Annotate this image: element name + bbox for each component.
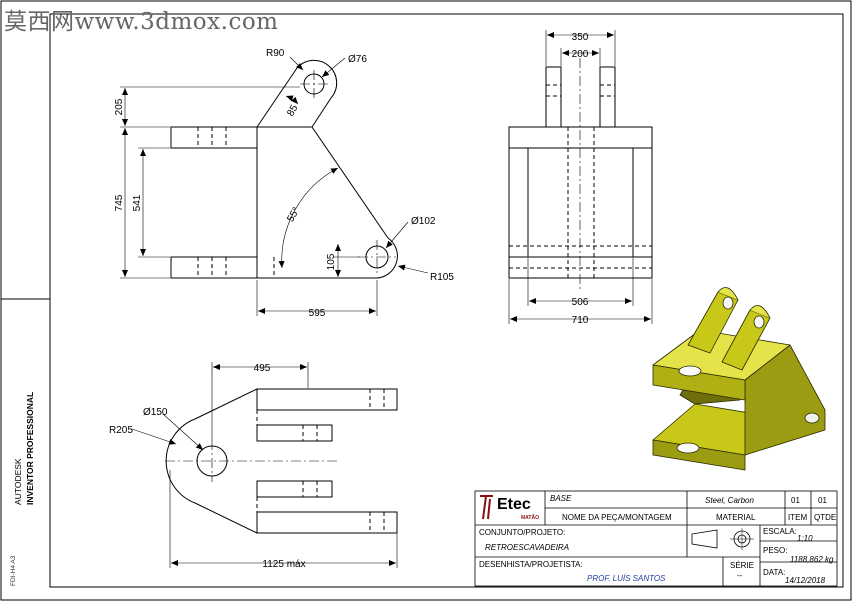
dim-r205: R205	[109, 425, 133, 436]
brand-product-label: INVENTOR PROFESSIONAL	[25, 391, 35, 505]
dim-350: 350	[572, 32, 589, 43]
school-logo-sub: MATÃO	[521, 515, 539, 521]
dim-r105: R105	[430, 272, 454, 283]
front-view-dimensions: R90 Ø76 205 85 745 541 55° Ø102 105 R105…	[114, 48, 454, 319]
dim-d102: Ø102	[411, 216, 436, 227]
scale-value: 1:10	[797, 534, 813, 543]
dim-85: 85	[285, 103, 300, 119]
watermark: 莫西网www.3dmox.com	[4, 9, 279, 35]
item-value: 01	[791, 496, 800, 505]
dim-200: 200	[572, 49, 589, 60]
qty-value: 01	[818, 496, 827, 505]
weight-label: PESO:	[763, 546, 788, 555]
material-label: MATERIAL	[716, 513, 756, 522]
date-label: DATA:	[763, 568, 786, 577]
project-value: RETROESCAVADEIRA	[485, 543, 570, 552]
brand-autodesk-label: AUTODESK	[13, 458, 23, 505]
project-label: CONJUNTO/PROJETO:	[479, 528, 566, 537]
top-view-dimensions: 495 Ø150 R205 1125 máx	[109, 363, 306, 570]
dim-495: 495	[254, 363, 271, 374]
dim-105: 105	[326, 253, 337, 270]
part-name-value: BASE	[550, 494, 572, 503]
isometric-3d-view	[652, 287, 826, 471]
dim-d76: Ø76	[348, 54, 367, 65]
dim-541: 541	[132, 194, 143, 211]
dim-595: 595	[309, 308, 326, 319]
top-view	[131, 362, 398, 568]
designer-value: PROF. LUÍS SANTOS	[587, 574, 666, 583]
sheet-format-id: FDI-H4 A3	[10, 555, 17, 586]
side-view-dimensions: 350 200 506 710	[572, 32, 589, 326]
dim-r90: R90	[266, 48, 285, 59]
qty-label: QTDE	[814, 513, 837, 522]
school-logo: Etec	[497, 496, 531, 513]
dim-d150: Ø150	[143, 407, 168, 418]
designer-label: DESENHISTA/PROJETISTA:	[479, 560, 583, 569]
dim-205: 205	[114, 98, 125, 115]
front-view	[120, 56, 429, 316]
dim-506: 506	[572, 297, 589, 308]
dim-710: 710	[572, 315, 589, 326]
item-label: ITEM	[788, 513, 808, 522]
dim-55deg: 55°	[285, 205, 302, 224]
series-label: SÉRIE	[730, 561, 755, 570]
title-block	[474, 490, 838, 587]
series-value: --	[737, 571, 743, 580]
side-view	[508, 30, 653, 324]
date-value: 14/12/2018	[785, 576, 826, 585]
dim-1125-max: 1125 máx	[262, 559, 305, 570]
weight-value: 1188,862 kg	[790, 555, 834, 564]
material-value: Steel, Carbon	[705, 496, 754, 505]
part-name-label: NOME DA PEÇA/MONTAGEM	[562, 513, 672, 522]
scale-label: ESCALA:	[763, 527, 797, 536]
dim-745: 745	[114, 194, 125, 211]
